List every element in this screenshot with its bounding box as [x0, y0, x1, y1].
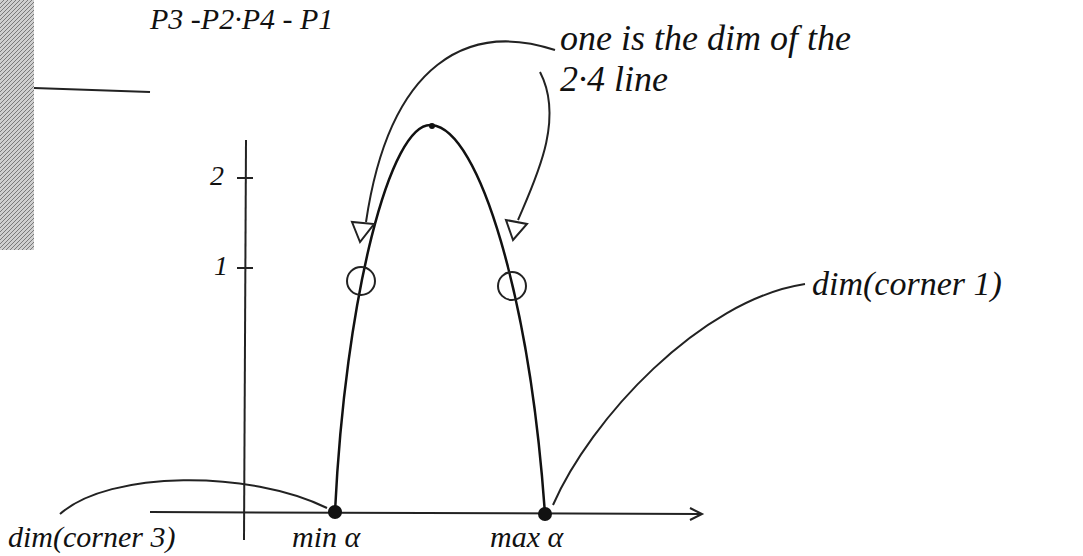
leader-line	[553, 284, 805, 505]
leader-line	[60, 480, 327, 514]
annotation-arrow	[518, 72, 550, 220]
end-dot	[538, 507, 552, 521]
marker-circle	[347, 267, 375, 295]
y-axis	[244, 140, 246, 540]
axis-label: min α	[292, 520, 360, 555]
end-dot	[328, 505, 342, 519]
arrow-head	[506, 220, 527, 240]
tick-mark	[237, 177, 253, 179]
arrow-head	[352, 222, 374, 242]
annotation-arrow	[366, 42, 555, 222]
x-axis-arrow	[690, 508, 702, 520]
dimension-arch	[335, 125, 545, 514]
axis-tick-label: 2	[210, 160, 224, 192]
peak-dot	[429, 123, 435, 129]
axis-label: max α	[490, 520, 563, 555]
equation-note: P3 -P2·P4 - P1	[150, 2, 333, 37]
stray-line	[34, 88, 150, 92]
dimension-label: dim(corner 3)	[8, 520, 175, 555]
dimension-label: dim(corner 1)	[812, 264, 1002, 303]
marker-circle	[498, 272, 526, 300]
x-axis	[150, 512, 700, 514]
axis-tick-label: 1	[214, 250, 228, 282]
annotation-note: one is the dim of the 2·4 line	[560, 18, 860, 101]
tick-mark	[237, 267, 253, 269]
scan-strip	[0, 0, 34, 250]
